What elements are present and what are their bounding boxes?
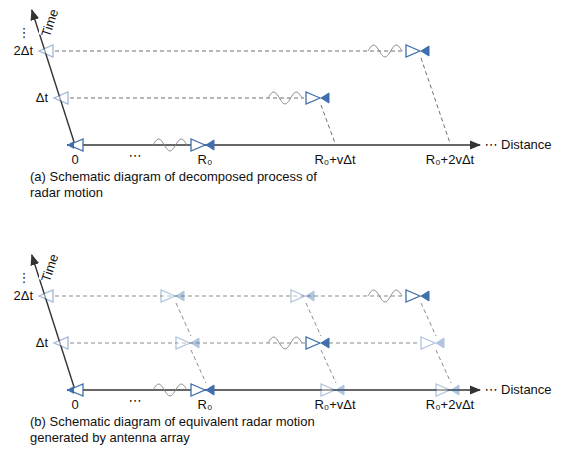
dashed-line: [55, 51, 404, 52]
radar-symbol: [176, 337, 199, 349]
dashed-line: [421, 303, 436, 336]
radar-symbol: [191, 384, 214, 396]
antenna-symbol: [39, 45, 53, 57]
dashed-line: [321, 105, 335, 143]
axis-label: Distance: [501, 137, 552, 153]
dashed-line: [191, 350, 206, 383]
dashed-line: [176, 303, 191, 336]
origin-mark: [67, 141, 74, 149]
distance-label: R₀: [198, 397, 213, 413]
radar-symbol: [421, 337, 444, 349]
wave: [368, 45, 402, 57]
panel: [32, 10, 480, 151]
axis-label: Time: [38, 252, 62, 284]
dashed-line: [421, 58, 450, 143]
dashed-line: [55, 296, 404, 297]
distance-axis: [67, 144, 480, 145]
time-label: Δt: [36, 90, 48, 106]
axis-label: Distance: [501, 382, 552, 398]
radar-symbol: [191, 139, 214, 151]
time-label: 2Δt: [13, 43, 33, 59]
time-label: Δt: [36, 335, 48, 351]
radar-symbol: [436, 384, 459, 396]
antenna-symbol: [39, 290, 53, 302]
caption: (b) Schematic diagram of equivalent rada…: [30, 414, 360, 447]
ellipsis: ⋯: [129, 393, 142, 409]
dashed-line: [306, 303, 321, 336]
distance-label: R₀+vΔt: [314, 152, 355, 168]
distance-label: R₀: [198, 152, 213, 168]
ellipsis: ⋯: [485, 382, 498, 398]
distance-label: R₀+2vΔt: [426, 397, 474, 413]
distance-axis: [67, 389, 480, 390]
distance-label: R₀+vΔt: [314, 397, 355, 413]
radar-symbol: [306, 92, 329, 104]
caption: (a) Schematic diagram of decomposed proc…: [30, 169, 330, 202]
wave: [268, 92, 302, 104]
wave: [368, 290, 402, 302]
radar-symbol: [306, 337, 329, 349]
ellipsis: ⋯: [485, 137, 498, 153]
dashed-line: [70, 343, 419, 344]
radar-symbol: [291, 290, 314, 302]
ellipsis: ⋮: [18, 25, 31, 41]
panel: [32, 255, 480, 396]
antenna-symbol: [54, 337, 68, 349]
wave: [153, 384, 187, 396]
origin-label: 0: [71, 397, 78, 413]
radar-symbol: [406, 45, 429, 57]
radar-symbol: [406, 290, 429, 302]
ellipsis: ⋯: [129, 148, 142, 164]
dashed-line: [70, 98, 304, 99]
wave: [268, 337, 302, 349]
antenna-symbol: [54, 92, 68, 104]
axis-label: Time: [38, 7, 62, 39]
dashed-line: [321, 350, 336, 383]
dashed-line: [436, 350, 451, 383]
ellipsis: ⋮: [18, 270, 31, 286]
time-label: 2Δt: [13, 288, 33, 304]
wave: [153, 139, 187, 151]
origin-label: 0: [71, 152, 78, 168]
radar-symbol: [321, 384, 344, 396]
origin-mark: [67, 386, 74, 394]
radar-symbol: [161, 290, 184, 302]
distance-label: R₀+2vΔt: [426, 152, 474, 168]
